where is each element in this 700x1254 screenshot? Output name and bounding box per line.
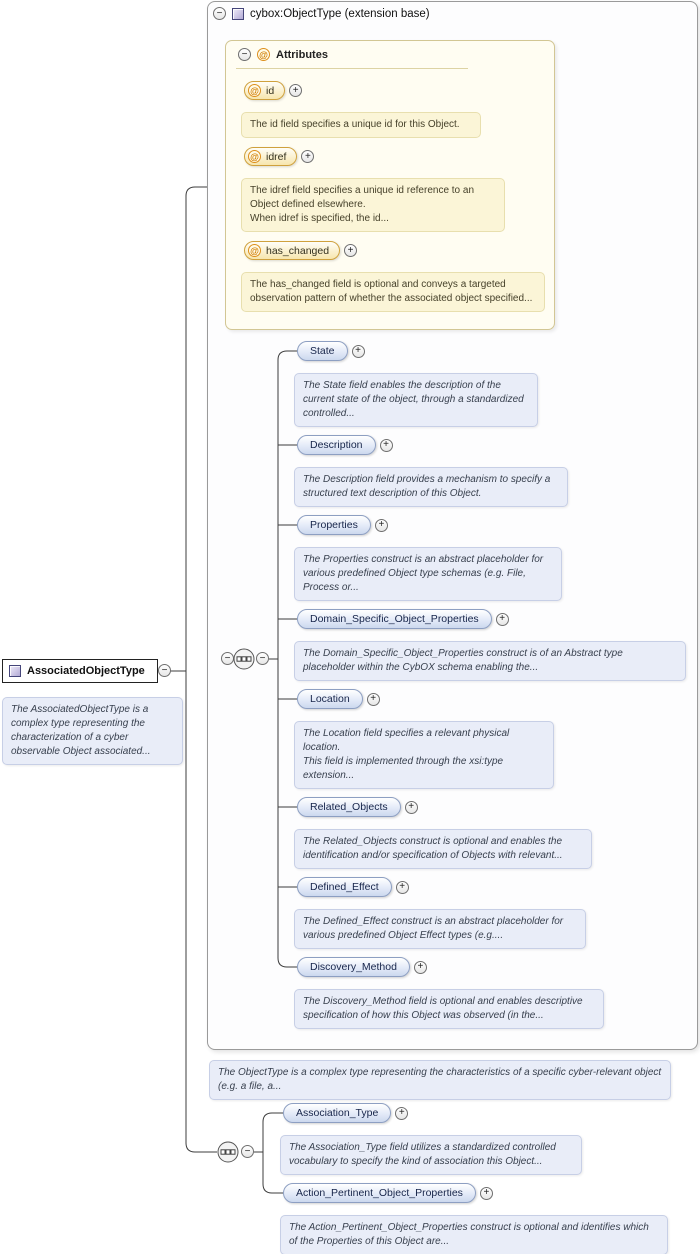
element-doc: The Defined_Effect construct is an abstr… xyxy=(294,909,586,949)
attribute-at-icon: @ xyxy=(248,244,261,257)
attribute-at-icon: @ xyxy=(248,84,261,97)
element-node-discovery-method: Discovery_Method + xyxy=(297,957,427,977)
element-doc: The Location field specifies a relevant … xyxy=(294,721,554,789)
expand-icon[interactable]: + xyxy=(366,692,380,706)
element-node-description: Description + xyxy=(297,435,393,455)
element-label: Action_Pertinent_Object_Properties xyxy=(296,1187,463,1199)
attribute-node-idref: @ idref + xyxy=(244,147,315,166)
attribute-doc: The id field specifies a unique id for t… xyxy=(241,112,481,138)
element-capsule[interactable]: Description xyxy=(297,435,376,455)
associated-object-type-node[interactable]: AssociatedObjectType xyxy=(2,659,158,683)
attribute-doc: The idref field specifies a unique id re… xyxy=(241,178,505,232)
collapse-icon[interactable]: − xyxy=(213,7,226,20)
element-node-location: Location + xyxy=(297,689,380,709)
attributes-title: Attributes xyxy=(276,48,328,61)
expand-icon[interactable]: + xyxy=(374,518,388,532)
object-type-note: The ObjectType is a complex type represe… xyxy=(209,1060,671,1100)
divider xyxy=(236,68,468,69)
element-label: Related_Objects xyxy=(310,801,388,813)
attribute-node-has-changed: @ has_changed + xyxy=(244,241,358,260)
attribute-label: id xyxy=(266,84,275,97)
collapse-icon[interactable]: − xyxy=(158,664,171,677)
element-doc: The Discovery_Method field is optional a… xyxy=(294,989,604,1029)
expand-icon[interactable]: + xyxy=(495,612,509,626)
element-label: Discovery_Method xyxy=(310,961,397,973)
panel-header: − cybox:ObjectType (extension base) xyxy=(213,7,430,20)
attribute-label: idref xyxy=(266,150,287,163)
attribute-at-icon: @ xyxy=(248,150,261,163)
attribute-capsule[interactable]: @ idref xyxy=(244,147,298,166)
attribute-node-id: @ id + xyxy=(244,81,303,100)
attributes-section: − @ Attributes @ id + The id field speci… xyxy=(225,40,555,330)
element-node-properties: Properties + xyxy=(297,515,388,535)
expand-icon[interactable]: + xyxy=(395,1106,409,1120)
element-node-defined-effect: Defined_Effect + xyxy=(297,877,409,897)
element-node-state: State + xyxy=(297,341,365,361)
sequence-icon[interactable] xyxy=(233,648,255,670)
element-node-association-type: Association_Type + xyxy=(283,1103,409,1123)
expand-icon[interactable]: + xyxy=(344,244,358,257)
panel-title: cybox:ObjectType (extension base) xyxy=(250,7,430,20)
complex-type-icon xyxy=(9,665,21,677)
element-capsule[interactable]: Domain_Specific_Object_Properties xyxy=(297,609,492,629)
element-capsule[interactable]: Association_Type xyxy=(283,1103,392,1123)
element-capsule[interactable]: State xyxy=(297,341,348,361)
collapse-icon[interactable]: − xyxy=(221,652,234,665)
expand-icon[interactable]: + xyxy=(351,344,365,358)
element-label: State xyxy=(310,345,335,357)
element-label: Properties xyxy=(310,519,358,531)
element-node-domain-specific-object-properties: Domain_Specific_Object_Properties + xyxy=(297,609,509,629)
type-doc: The AssociatedObjectType is a complex ty… xyxy=(2,697,183,765)
expand-icon[interactable]: + xyxy=(301,150,315,163)
element-capsule[interactable]: Related_Objects xyxy=(297,797,401,817)
expand-icon[interactable]: + xyxy=(404,800,418,814)
attribute-capsule[interactable]: @ id xyxy=(244,81,286,100)
element-capsule[interactable]: Discovery_Method xyxy=(297,957,410,977)
attributes-header: − @ Attributes xyxy=(238,48,328,61)
expand-icon[interactable]: + xyxy=(395,880,409,894)
attribute-label: has_changed xyxy=(266,244,330,257)
element-doc: The Association_Type field utilizes a st… xyxy=(280,1135,582,1175)
sequence-icon[interactable] xyxy=(217,1141,239,1163)
type-name: AssociatedObjectType xyxy=(27,665,145,677)
element-capsule[interactable]: Defined_Effect xyxy=(297,877,392,897)
attribute-capsule[interactable]: @ has_changed xyxy=(244,241,341,260)
element-doc: The Properties construct is an abstract … xyxy=(294,547,562,601)
element-doc: The Action_Pertinent_Object_Properties c… xyxy=(280,1215,668,1254)
element-doc: The Description field provides a mechani… xyxy=(294,467,568,507)
expand-icon[interactable]: + xyxy=(379,438,393,452)
element-capsule[interactable]: Action_Pertinent_Object_Properties xyxy=(283,1183,476,1203)
element-capsule[interactable]: Properties xyxy=(297,515,371,535)
element-label: Location xyxy=(310,693,350,705)
element-node-action-pertinent-object-properties: Action_Pertinent_Object_Properties + xyxy=(283,1183,493,1203)
element-label: Domain_Specific_Object_Properties xyxy=(310,613,479,625)
expand-icon[interactable]: + xyxy=(289,84,303,97)
element-doc: The Related_Objects construct is optiona… xyxy=(294,829,592,869)
collapse-icon[interactable]: − xyxy=(256,652,269,665)
attribute-doc: The has_changed field is optional and co… xyxy=(241,272,545,312)
collapse-icon[interactable]: − xyxy=(238,48,251,61)
element-label: Description xyxy=(310,439,363,451)
collapse-icon[interactable]: − xyxy=(241,1145,254,1158)
element-doc: The State field enables the description … xyxy=(294,373,538,427)
attribute-at-icon: @ xyxy=(257,48,270,61)
element-label: Association_Type xyxy=(296,1107,379,1119)
element-capsule[interactable]: Location xyxy=(297,689,363,709)
element-label: Defined_Effect xyxy=(310,881,379,893)
element-node-related-objects: Related_Objects + xyxy=(297,797,418,817)
complex-type-icon xyxy=(232,7,244,20)
expand-icon[interactable]: + xyxy=(479,1186,493,1200)
expand-icon[interactable]: + xyxy=(413,960,427,974)
element-doc: The Domain_Specific_Object_Properties co… xyxy=(294,641,686,681)
